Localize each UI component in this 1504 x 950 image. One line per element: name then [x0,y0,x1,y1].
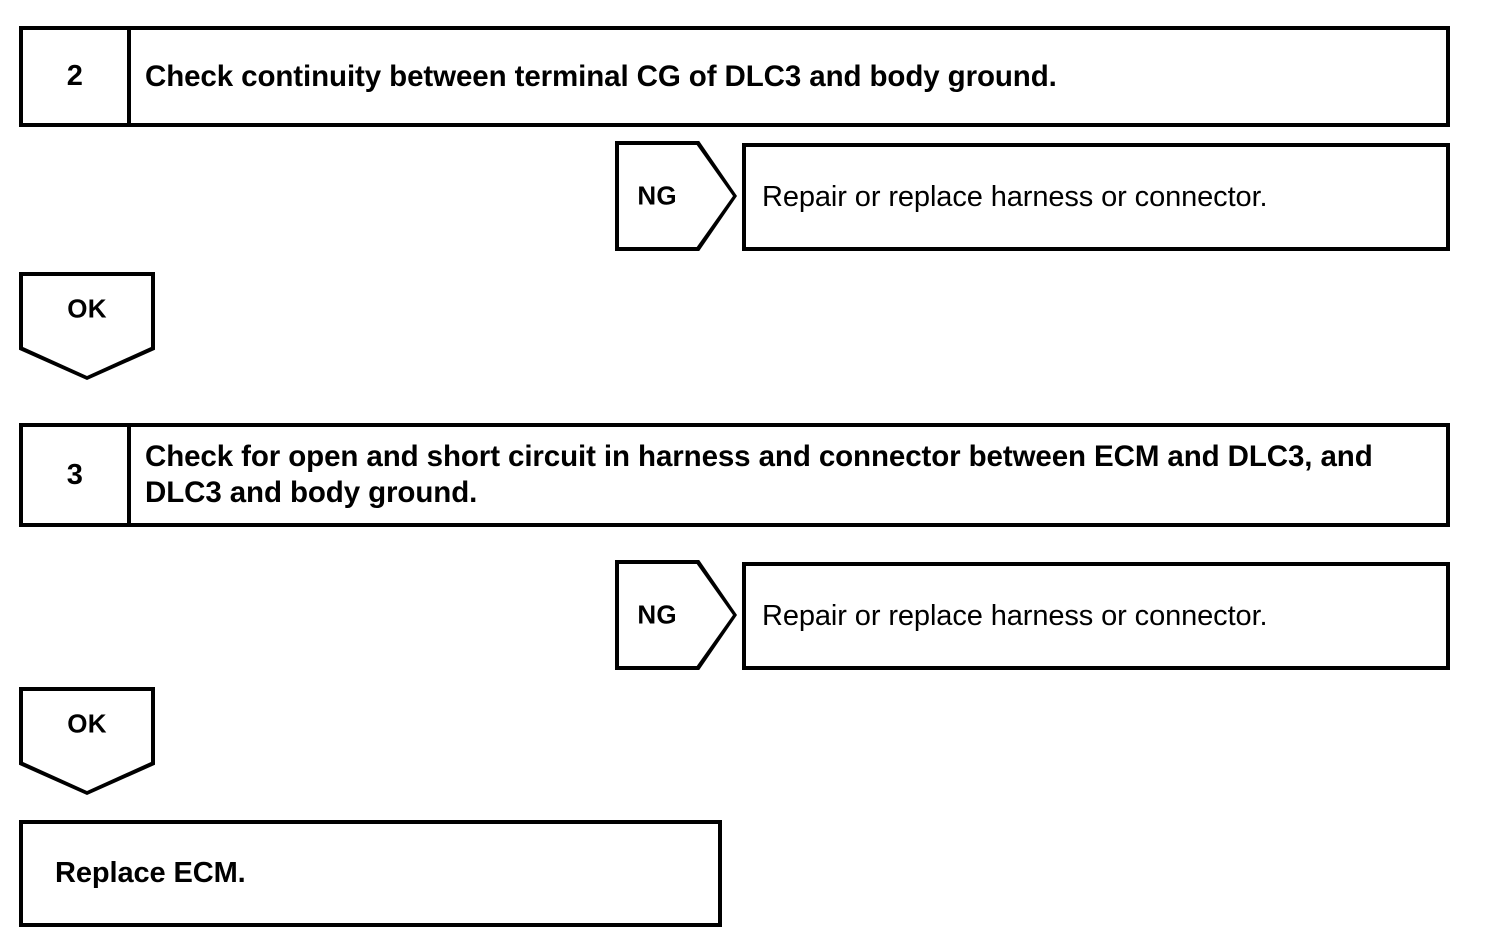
judgement-label-ng-1: NG [637,180,677,211]
step-box-2[interactable]: 2 Check continuity between terminal CG o… [19,26,1450,127]
outcome-box-repair-1[interactable]: Repair or replace harness or connector. [742,143,1450,251]
judgement-label-ok-1: OK [67,293,107,324]
judgement-label-ok-2: OK [67,708,107,739]
judgement-label-ng-2: NG [637,599,677,630]
arrow-fill [23,276,151,376]
outcome-text-1: Repair or replace harness or connector. [762,180,1268,213]
judgement-arrow-ng-2[interactable]: NG [615,560,737,670]
outcome-text-2: Repair or replace harness or connector. [762,599,1268,632]
step-instruction-3: Check for open and short circuit in harn… [145,440,1373,509]
arrow-fill [23,691,151,791]
final-action-text: Replace ECM. [55,857,246,890]
step-instruction-2: Check continuity between terminal CG of … [145,59,1057,93]
judgement-arrow-ok-1[interactable]: OK [19,272,155,380]
step-number-3: 3 [23,427,131,523]
outcome-box-repair-2[interactable]: Repair or replace harness or connector. [742,562,1450,670]
judgement-arrow-ok-2[interactable]: OK [19,687,155,795]
step-number-2: 2 [23,30,131,123]
step-box-3[interactable]: 3 Check for open and short circuit in ha… [19,423,1450,527]
final-action-box[interactable]: Replace ECM. [19,820,722,927]
judgement-arrow-ng-1[interactable]: NG [615,141,737,251]
